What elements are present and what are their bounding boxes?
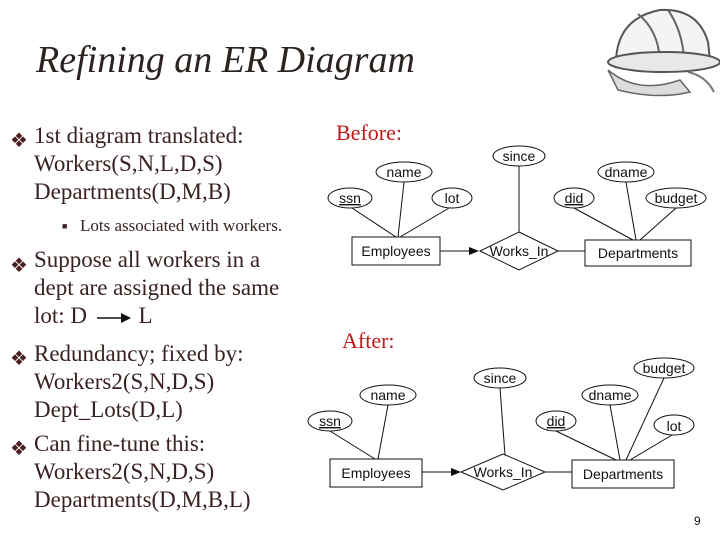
bullet-2-line-1: Suppose all workers in a xyxy=(34,247,261,272)
after-dname-attribute xyxy=(581,384,639,406)
bullet-2-line-2: dept are assigned the same xyxy=(34,275,280,300)
before-departments-entity xyxy=(584,239,692,267)
after-did-label: did xyxy=(547,413,566,429)
sub-bullet-marker: ■ xyxy=(62,221,68,231)
before-did-attribute xyxy=(553,187,595,209)
bullet-3-line-1: Redundancy; fixed by: xyxy=(34,341,244,366)
bullet-3-line-3: Dept_Lots(D,L) xyxy=(34,397,183,422)
after-ssn-attribute xyxy=(307,410,353,432)
after-works-in-label: Works_In xyxy=(474,464,533,480)
bullet-3: Redundancy; fixed by: Workers2(S,N,D,S) … xyxy=(34,340,244,424)
bullet-2-line-3: lot: D L xyxy=(34,302,279,330)
bullet-1: 1st diagram translated: Workers(S,N,L,D,… xyxy=(34,122,244,206)
fd-rhs: L xyxy=(138,303,153,328)
bullet-1-line-2: Workers(S,N,L,D,S) xyxy=(34,151,223,176)
bullet-marker: ❖ xyxy=(10,130,28,152)
bullet-4-line-1: Can fine-tune this: xyxy=(34,431,206,456)
after-budget-attribute xyxy=(633,357,695,379)
before-since-attribute xyxy=(492,145,546,167)
after-departments-entity xyxy=(571,459,675,489)
bullet-marker: ❖ xyxy=(10,348,28,370)
after-budget-label: budget xyxy=(643,360,686,376)
before-name-attribute xyxy=(375,161,433,183)
bullet-4-line-3: Departments(D,M,B,L) xyxy=(34,487,251,512)
bullet-1-line-3: Departments(D,M,B) xyxy=(34,179,231,204)
slide-title: Refining an ER Diagram xyxy=(36,39,415,81)
after-did-attribute xyxy=(535,410,577,432)
after-employees-label: Employees xyxy=(341,465,410,481)
after-header: After: xyxy=(342,328,395,353)
after-diagram: Employees Works_In Departments name ssn … xyxy=(307,357,695,491)
before-did-label: did xyxy=(565,190,584,206)
before-ssn-attribute xyxy=(327,187,373,209)
after-since-label: since xyxy=(484,370,517,386)
after-lot-attribute xyxy=(653,414,695,436)
page-number: 9 xyxy=(694,514,701,528)
bullet-4-line-2: Workers2(S,N,D,S) xyxy=(34,459,215,484)
before-budget-attribute xyxy=(645,187,707,209)
sub-bullet-text: Lots associated with workers. xyxy=(80,216,283,235)
after-since-attribute xyxy=(473,367,527,389)
bullet-2: Suppose all workers in a dept are assign… xyxy=(34,246,279,330)
bullet-3-line-2: Workers2(S,N,D,S) xyxy=(34,369,215,394)
before-works-in-relationship xyxy=(478,231,560,271)
before-diagram: Employees Works_In Departments name ssn … xyxy=(327,145,707,271)
bullet-marker: ❖ xyxy=(10,438,28,460)
before-header: Before: xyxy=(336,120,402,145)
after-ssn-label: ssn xyxy=(319,413,341,429)
bullet-1-line-1: 1st diagram translated: xyxy=(34,123,244,148)
before-employees-label: Employees xyxy=(361,243,430,259)
after-name-attribute xyxy=(359,384,417,406)
before-ssn-label: ssn xyxy=(339,190,361,206)
before-dname-label: dname xyxy=(605,164,648,180)
after-name-label: name xyxy=(370,387,405,403)
bullet-marker: ❖ xyxy=(10,255,28,277)
before-departments-label: Departments xyxy=(598,245,678,261)
fd-lhs: lot: D xyxy=(34,303,88,328)
before-since-label: since xyxy=(503,148,536,164)
after-departments-label: Departments xyxy=(583,466,663,482)
before-lot-label: lot xyxy=(445,190,460,206)
before-budget-label: budget xyxy=(655,190,698,206)
before-employees-entity xyxy=(351,236,441,266)
before-works-in-label: Works_In xyxy=(490,243,549,259)
before-lot-attribute xyxy=(431,187,473,209)
after-lot-label: lot xyxy=(667,418,682,434)
arrow-icon xyxy=(96,312,131,323)
before-dname-attribute xyxy=(597,161,655,183)
before-name-label: name xyxy=(386,164,421,180)
after-dname-label: dname xyxy=(589,387,632,403)
hard-hat-icon xyxy=(607,8,720,97)
after-works-in-relationship xyxy=(459,453,547,491)
bullet-4: Can fine-tune this: Workers2(S,N,D,S) De… xyxy=(34,430,251,514)
after-employees-entity xyxy=(329,458,423,488)
